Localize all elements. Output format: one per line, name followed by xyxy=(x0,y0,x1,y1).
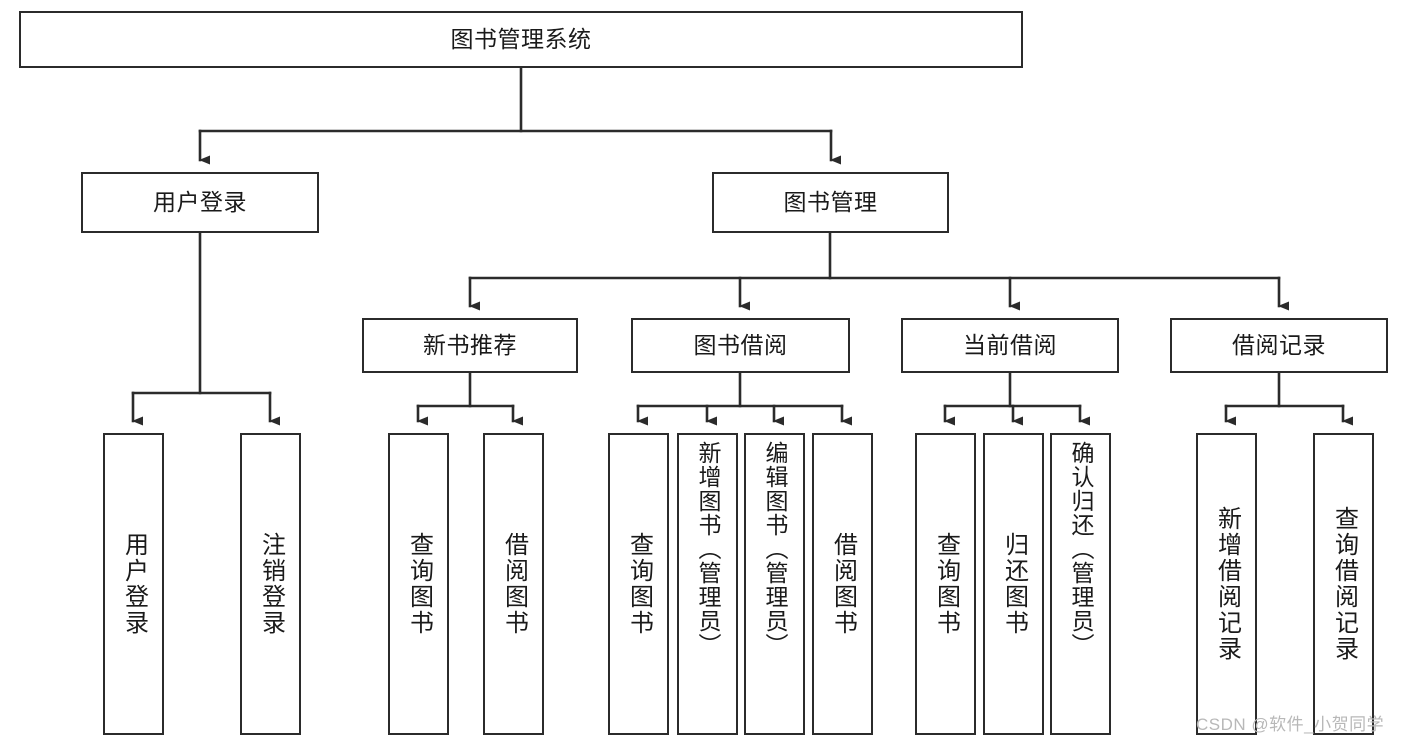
node-book-manage-label: 图书管理 xyxy=(783,188,878,215)
node-leaf-edit-book-label: 编辑图书（管理员） xyxy=(762,441,788,657)
node-user-login[interactable]: 用户登录 xyxy=(81,172,319,233)
node-leaf-confirm-return-label: 确认归还（管理员） xyxy=(1068,441,1094,657)
node-leaf-user-login-label: 用户登录 xyxy=(120,532,148,636)
node-leaf-add-record-label: 新增借阅记录 xyxy=(1213,506,1241,662)
node-leaf-query-book-2[interactable]: 查询图书 xyxy=(608,433,669,735)
node-leaf-user-login[interactable]: 用户登录 xyxy=(103,433,164,735)
node-leaf-return-book-label: 归还图书 xyxy=(1000,532,1028,636)
node-new-book-rec[interactable]: 新书推荐 xyxy=(362,318,578,373)
node-leaf-borrow-book-1-label: 借阅图书 xyxy=(500,532,528,636)
node-current-borrow-label: 当前借阅 xyxy=(963,331,1057,358)
node-leaf-query-book-1-label: 查询图书 xyxy=(405,532,433,636)
node-leaf-borrow-book-2-label: 借阅图书 xyxy=(829,532,857,636)
node-leaf-return-book[interactable]: 归还图书 xyxy=(983,433,1044,735)
node-book-borrow[interactable]: 图书借阅 xyxy=(631,318,850,373)
node-new-book-rec-label: 新书推荐 xyxy=(423,331,517,358)
node-book-borrow-label: 图书借阅 xyxy=(693,331,788,358)
node-leaf-query-book-3-label: 查询图书 xyxy=(932,532,960,636)
node-leaf-add-book-label: 新增图书（管理员） xyxy=(695,441,721,657)
node-borrow-record[interactable]: 借阅记录 xyxy=(1170,318,1388,373)
node-leaf-query-book-2-label: 查询图书 xyxy=(625,532,653,636)
node-root[interactable]: 图书管理系统 xyxy=(19,11,1023,68)
node-leaf-query-book-1[interactable]: 查询图书 xyxy=(388,433,449,735)
node-root-label: 图书管理系统 xyxy=(450,25,592,52)
node-leaf-query-record[interactable]: 查询借阅记录 xyxy=(1313,433,1374,735)
node-leaf-logout-label: 注销登录 xyxy=(257,532,285,636)
node-leaf-borrow-book-2[interactable]: 借阅图书 xyxy=(812,433,873,735)
node-leaf-edit-book[interactable]: 编辑图书（管理员） xyxy=(744,433,805,735)
node-leaf-confirm-return[interactable]: 确认归还（管理员） xyxy=(1050,433,1111,735)
node-leaf-logout[interactable]: 注销登录 xyxy=(240,433,301,735)
node-leaf-add-book[interactable]: 新增图书（管理员） xyxy=(677,433,738,735)
node-leaf-add-record[interactable]: 新增借阅记录 xyxy=(1196,433,1257,735)
node-borrow-record-label: 借阅记录 xyxy=(1232,331,1326,358)
node-leaf-borrow-book-1[interactable]: 借阅图书 xyxy=(483,433,544,735)
node-leaf-query-book-3[interactable]: 查询图书 xyxy=(915,433,976,735)
csdn-watermark: CSDN @软件_小贺同学 xyxy=(1196,715,1385,734)
node-leaf-query-record-label: 查询借阅记录 xyxy=(1330,506,1358,662)
node-current-borrow[interactable]: 当前借阅 xyxy=(901,318,1119,373)
node-book-manage[interactable]: 图书管理 xyxy=(712,172,949,233)
node-user-login-label: 用户登录 xyxy=(153,188,247,215)
